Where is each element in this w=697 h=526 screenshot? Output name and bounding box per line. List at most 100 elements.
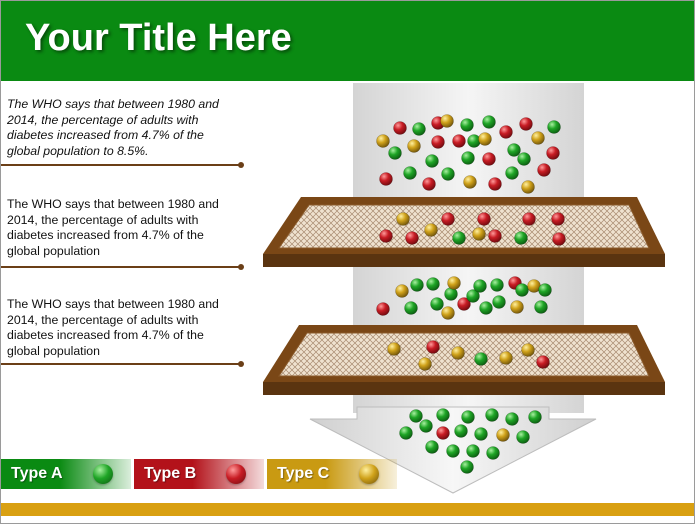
divider-dot-icon xyxy=(238,361,244,367)
ball-icon xyxy=(454,424,468,438)
ball-icon xyxy=(546,146,560,160)
balls-group xyxy=(376,114,566,474)
ball-icon xyxy=(516,430,530,444)
ball-icon xyxy=(499,351,513,365)
ball-icon xyxy=(441,167,455,181)
ball-icon xyxy=(517,152,531,166)
ball-icon xyxy=(399,426,413,440)
legend-type-a: Type A xyxy=(1,459,131,489)
ball-icon xyxy=(425,440,439,454)
ball-icon xyxy=(466,444,480,458)
ball-icon xyxy=(404,301,418,315)
ball-icon xyxy=(403,166,417,180)
ball-icon xyxy=(451,346,465,360)
legend-label: Type C xyxy=(277,465,330,482)
ball-icon xyxy=(409,409,423,423)
note-divider xyxy=(1,361,244,367)
ball-icon xyxy=(436,426,450,440)
note-3: The WHO says that between 1980 and 2014,… xyxy=(1,297,243,359)
ball-icon xyxy=(395,284,409,298)
ball-icon xyxy=(537,163,551,177)
ball-icon xyxy=(482,115,496,129)
ball-icon xyxy=(393,121,407,135)
ball-icon xyxy=(426,277,440,291)
ball-icon xyxy=(379,229,393,243)
ball-icon xyxy=(492,295,506,309)
accent-band xyxy=(1,503,694,516)
note-text: The WHO says that between 1980 and 2014,… xyxy=(7,297,219,358)
ball-icon xyxy=(521,180,535,194)
ball-icon xyxy=(426,340,440,354)
sieve-icon xyxy=(263,325,665,395)
ball-icon xyxy=(461,410,475,424)
ball-icon xyxy=(441,212,455,226)
ball-icon xyxy=(490,278,504,292)
note-text: The WHO says that between 1980 and 2014,… xyxy=(7,197,219,258)
page-title: Your Title Here xyxy=(25,17,292,59)
ball-icon xyxy=(538,283,552,297)
ball-icon xyxy=(447,276,461,290)
ball-icon xyxy=(488,229,502,243)
ball-icon xyxy=(396,212,410,226)
ball-icon xyxy=(499,125,513,139)
ball-icon xyxy=(387,342,401,356)
ball-icon xyxy=(552,232,566,246)
ball-icon xyxy=(412,122,426,136)
ball-icon xyxy=(93,464,113,484)
sieve-icon xyxy=(263,197,665,267)
note-divider xyxy=(1,264,244,270)
ball-icon xyxy=(460,460,474,474)
ball-icon xyxy=(479,301,493,315)
ball-icon xyxy=(376,134,390,148)
ball-icon xyxy=(507,143,521,157)
ball-icon xyxy=(534,300,548,314)
ball-icon xyxy=(436,408,450,422)
ball-icon xyxy=(359,464,379,484)
ball-icon xyxy=(407,139,421,153)
ball-icon xyxy=(488,177,502,191)
ball-icon xyxy=(531,131,545,145)
ball-icon xyxy=(496,428,510,442)
ball-icon xyxy=(547,120,561,134)
ball-icon xyxy=(466,289,480,303)
ball-icon xyxy=(452,231,466,245)
ball-icon xyxy=(528,410,542,424)
ball-icon xyxy=(424,223,438,237)
ball-icon xyxy=(446,444,460,458)
divider-dot-icon xyxy=(238,162,244,168)
legend-label: Type A xyxy=(11,465,63,482)
ball-icon xyxy=(422,177,436,191)
ball-icon xyxy=(474,427,488,441)
ball-icon xyxy=(405,231,419,245)
ball-icon xyxy=(460,118,474,132)
ball-icon xyxy=(536,355,550,369)
ball-icon xyxy=(473,279,487,293)
ball-icon xyxy=(457,297,471,311)
ball-icon xyxy=(551,212,565,226)
ball-icon xyxy=(486,446,500,460)
ball-icon xyxy=(478,132,492,146)
ball-icon xyxy=(514,231,528,245)
legend-type-b: Type B xyxy=(134,459,264,489)
ball-icon xyxy=(521,343,535,357)
ball-icon xyxy=(431,135,445,149)
legend-label: Type B xyxy=(144,465,197,482)
ball-icon xyxy=(388,146,402,160)
ball-icon xyxy=(440,114,454,128)
title-bar: Your Title Here xyxy=(1,1,694,81)
legend-type-c: Type C xyxy=(267,459,397,489)
ball-icon xyxy=(430,297,444,311)
note-2: The WHO says that between 1980 and 2014,… xyxy=(1,197,243,259)
ball-icon xyxy=(515,283,529,297)
ball-icon xyxy=(485,408,499,422)
ball-icon xyxy=(472,227,486,241)
ball-icon xyxy=(519,117,533,131)
ball-icon xyxy=(425,154,439,168)
ball-icon xyxy=(477,212,491,226)
ball-icon xyxy=(419,419,433,433)
ball-icon xyxy=(418,357,432,371)
ball-icon xyxy=(226,464,246,484)
ball-icon xyxy=(505,166,519,180)
